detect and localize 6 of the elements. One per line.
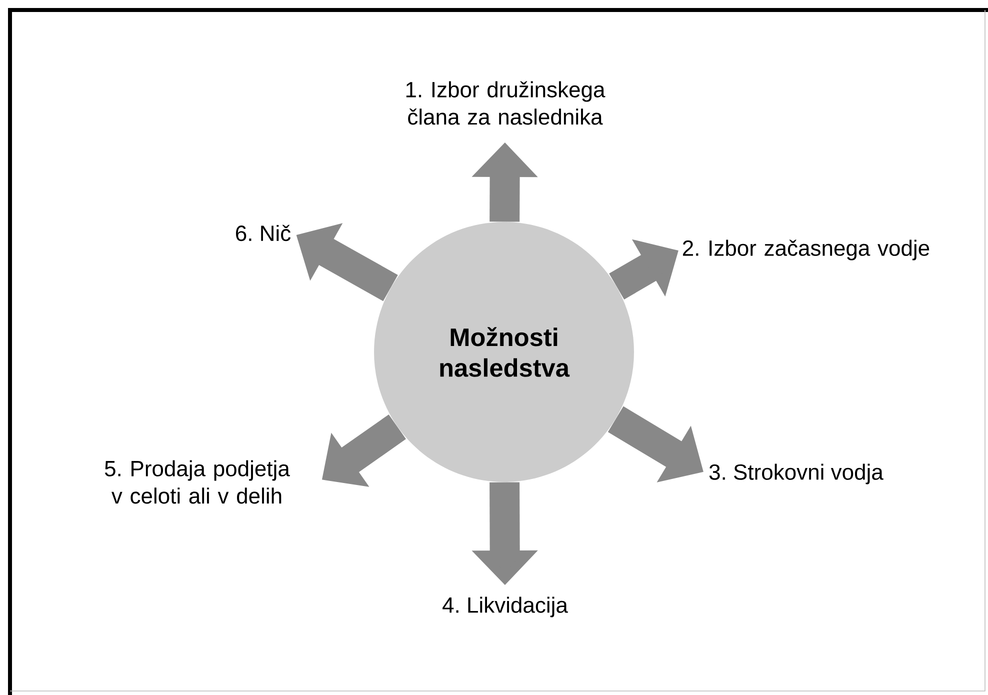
option-label: 1. Izbor družinskega člana za naslednika xyxy=(406,81,606,125)
option-label: 6. Nič xyxy=(236,224,291,242)
option-label: 3. Strokovni vodja xyxy=(709,464,884,484)
option-label: 4. Likvidacija xyxy=(442,596,568,618)
option-label: 5. Prodaja podjetja v celoti ali v delih xyxy=(104,460,290,504)
option-label: 2. Izbor začasnega vodje xyxy=(682,240,930,260)
